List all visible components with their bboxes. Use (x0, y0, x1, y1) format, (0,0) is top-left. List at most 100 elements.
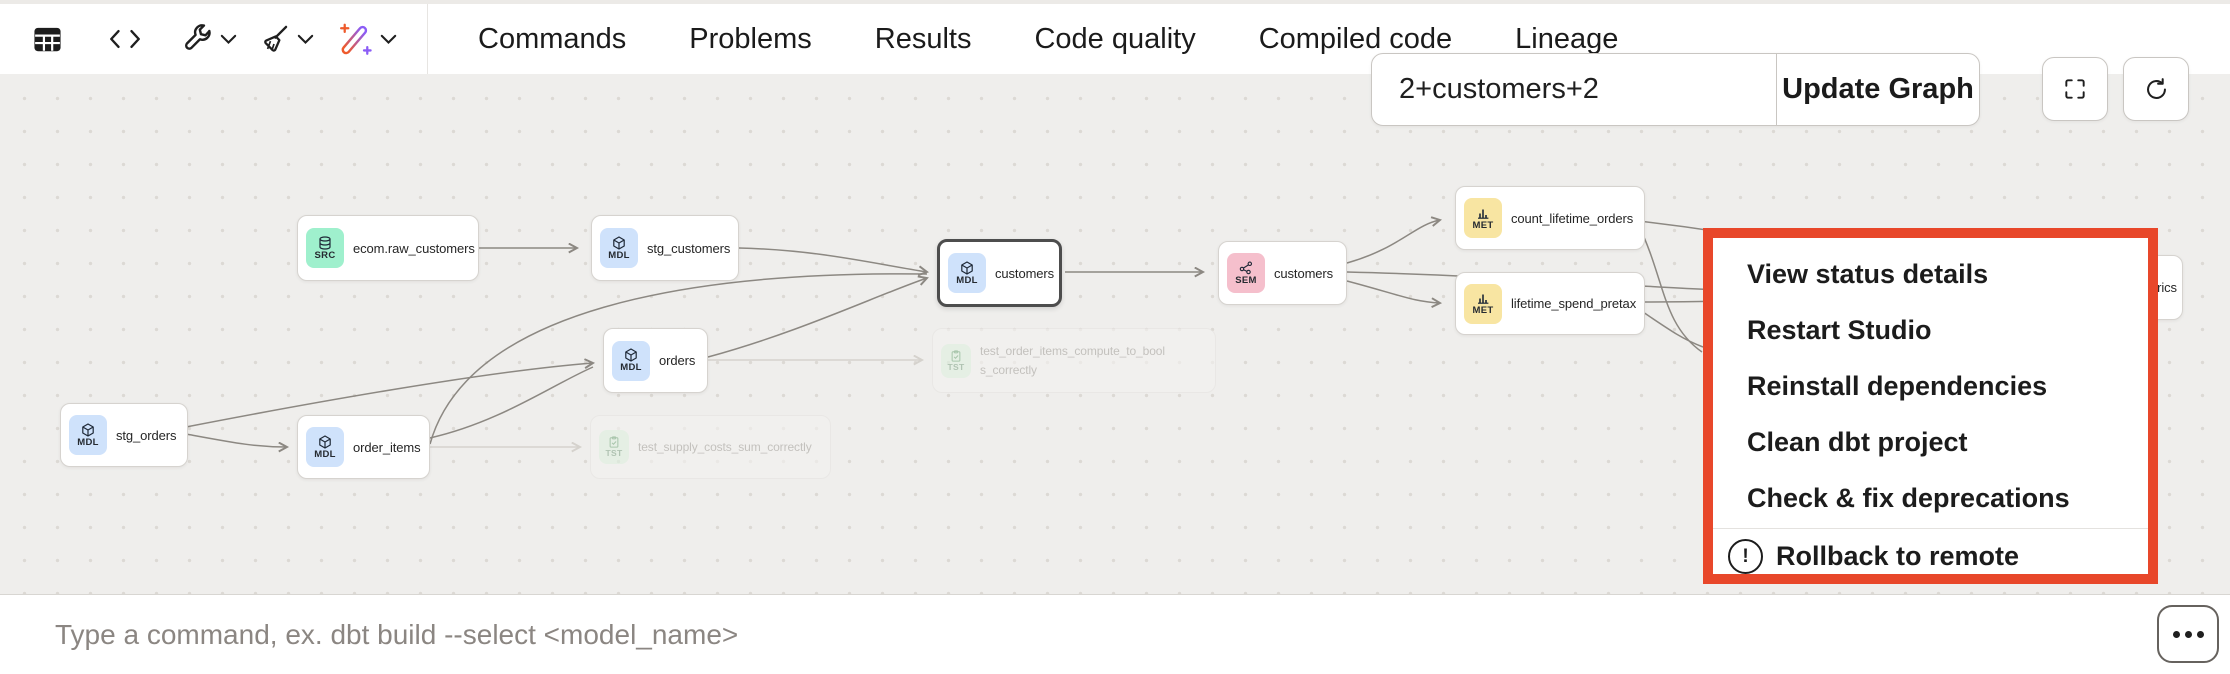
metric-badge: MET (1464, 283, 1502, 324)
model-badge: MDL (69, 415, 107, 455)
clipboard-check-icon (609, 436, 619, 448)
node-label: ecom.raw_customers (353, 240, 475, 256)
bar-chart-icon (1478, 294, 1489, 305)
edge (738, 247, 927, 272)
node-label: order_items (353, 439, 421, 455)
menu-item-reinstall-dependencies[interactable]: Reinstall dependencies (1747, 370, 2048, 401)
lineage-node-stg-customers[interactable]: MDL stg_customers (591, 215, 739, 281)
tab-problems[interactable]: Problems (689, 22, 812, 55)
broom-icon[interactable] (257, 22, 291, 56)
lineage-node-orders[interactable]: MDL orders (603, 328, 708, 393)
menu-item-label: Rollback to remote (1776, 540, 2020, 571)
clipboard-check-icon (951, 350, 961, 362)
menu-item-check-fix-deprecations[interactable]: Check & fix deprecations (1747, 482, 2070, 513)
tab-commands[interactable]: Commands (478, 22, 627, 55)
toolbar-divider (427, 4, 428, 74)
lineage-selector-group: Update Graph (1371, 53, 1980, 126)
tab-code-quality[interactable]: Code quality (1034, 22, 1196, 55)
menu-divider (1713, 528, 2148, 529)
tab-results[interactable]: Results (874, 22, 972, 55)
edge (429, 366, 594, 439)
badge-label: MET (1472, 219, 1494, 231)
badge-label: SRC (314, 249, 336, 261)
bar-chart-icon (1478, 209, 1489, 219)
menu-item-rollback-to-remote[interactable]: ! Rollback to remote (1713, 531, 2148, 581)
node-label: customers (995, 265, 1055, 281)
node-label: customers (1274, 265, 1334, 281)
test-badge: TST (599, 430, 629, 464)
wrench-dropdown-chevron-icon[interactable] (220, 34, 237, 45)
refresh-icon (2146, 77, 2166, 99)
alert-circle-icon: ! (1728, 538, 1763, 574)
cube-icon (82, 423, 94, 437)
command-bar (0, 594, 2230, 674)
edge (185, 363, 593, 428)
metric-badge: MET (1464, 198, 1502, 238)
lineage-node-order-items[interactable]: MDL order_items (297, 415, 430, 479)
magic-wand-dropdown-chevron-icon[interactable] (380, 34, 397, 45)
fullscreen-button[interactable] (2042, 57, 2108, 121)
edge (1346, 280, 1440, 303)
broom-dropdown-chevron-icon[interactable] (297, 34, 314, 45)
refresh-button[interactable] (2123, 57, 2189, 121)
node-label: test_supply_costs_sum_correctly (638, 439, 812, 454)
model-badge: MDL (306, 427, 344, 467)
more-options-button[interactable] (2157, 605, 2219, 663)
lineage-selector-input[interactable] (1372, 54, 1776, 125)
lineage-node-ecom-raw-customers[interactable]: SRC ecom.raw_customers (297, 215, 479, 281)
badge-label: MET (1472, 305, 1494, 317)
node-label: lifetime_spend_pretax (1511, 296, 1637, 311)
lineage-node-test-order-items[interactable]: TST test_order_items_compute_to_bools_co… (932, 328, 1216, 393)
node-label: stg_customers (647, 240, 731, 256)
lineage-node-lifetime-spend-pretax[interactable]: MET lifetime_spend_pretax (1455, 272, 1645, 335)
wrench-icon[interactable] (180, 22, 214, 56)
share-nodes-icon (1239, 261, 1253, 275)
cube-icon (613, 236, 625, 250)
lineage-node-customers-model[interactable]: MDL customers (937, 239, 1062, 307)
model-badge: MDL (612, 340, 650, 381)
badge-label: MDL (608, 249, 630, 261)
command-input[interactable] (0, 618, 2230, 652)
lineage-node-customers-semantic[interactable]: SEM customers (1218, 241, 1347, 305)
menu-item-restart-studio[interactable]: Restart Studio (1747, 314, 1932, 345)
badge-label: TST (947, 361, 965, 372)
badge-label: MDL (77, 436, 99, 448)
menu-item-clean-dbt-project[interactable]: Clean dbt project (1747, 426, 1968, 457)
node-label: test_order_items_compute_to_bools_correc… (980, 343, 1165, 377)
window-top-edge (0, 0, 2230, 4)
badge-label: SEM (1235, 274, 1257, 286)
lineage-node-test-supply-costs[interactable]: TST test_supply_costs_sum_correctly (590, 415, 831, 479)
model-badge: MDL (948, 253, 986, 293)
table-view-icon[interactable] (31, 23, 64, 56)
selector-divider (1776, 54, 1777, 125)
node-label: count_lifetime_orders (1511, 210, 1634, 226)
cube-icon (319, 435, 331, 449)
edge (1639, 309, 1704, 348)
status-context-menu: View status details Restart Studio Reins… (1703, 228, 2158, 584)
code-icon[interactable] (108, 24, 142, 54)
badge-label: MDL (956, 274, 978, 286)
node-label: stg_orders (116, 427, 177, 443)
cube-icon (961, 261, 973, 275)
semantic-model-badge: SEM (1227, 253, 1265, 293)
node-label: orders (659, 353, 696, 368)
menu-item-view-status-details[interactable]: View status details (1747, 258, 1989, 289)
magic-wand-icon[interactable] (334, 20, 374, 58)
badge-label: MDL (314, 448, 336, 460)
source-badge: SRC (306, 228, 344, 268)
edge (429, 273, 928, 445)
database-icon (319, 236, 331, 250)
edge (707, 278, 927, 358)
fullscreen-icon (2065, 79, 2085, 99)
model-badge: MDL (600, 228, 638, 268)
badge-label: TST (605, 448, 623, 459)
tab-lineage-label: Lineage (1515, 22, 1619, 55)
lineage-node-stg-orders[interactable]: MDL stg_orders (60, 403, 188, 467)
lineage-node-count-lifetime-orders[interactable]: MET count_lifetime_orders (1455, 186, 1645, 250)
edge (185, 433, 287, 447)
badge-label: MDL (620, 362, 642, 374)
tab-compiled-code[interactable]: Compiled code (1258, 22, 1453, 55)
ellipsis-icon (2172, 630, 2180, 638)
update-graph-button[interactable]: Update Graph (1782, 73, 1974, 105)
